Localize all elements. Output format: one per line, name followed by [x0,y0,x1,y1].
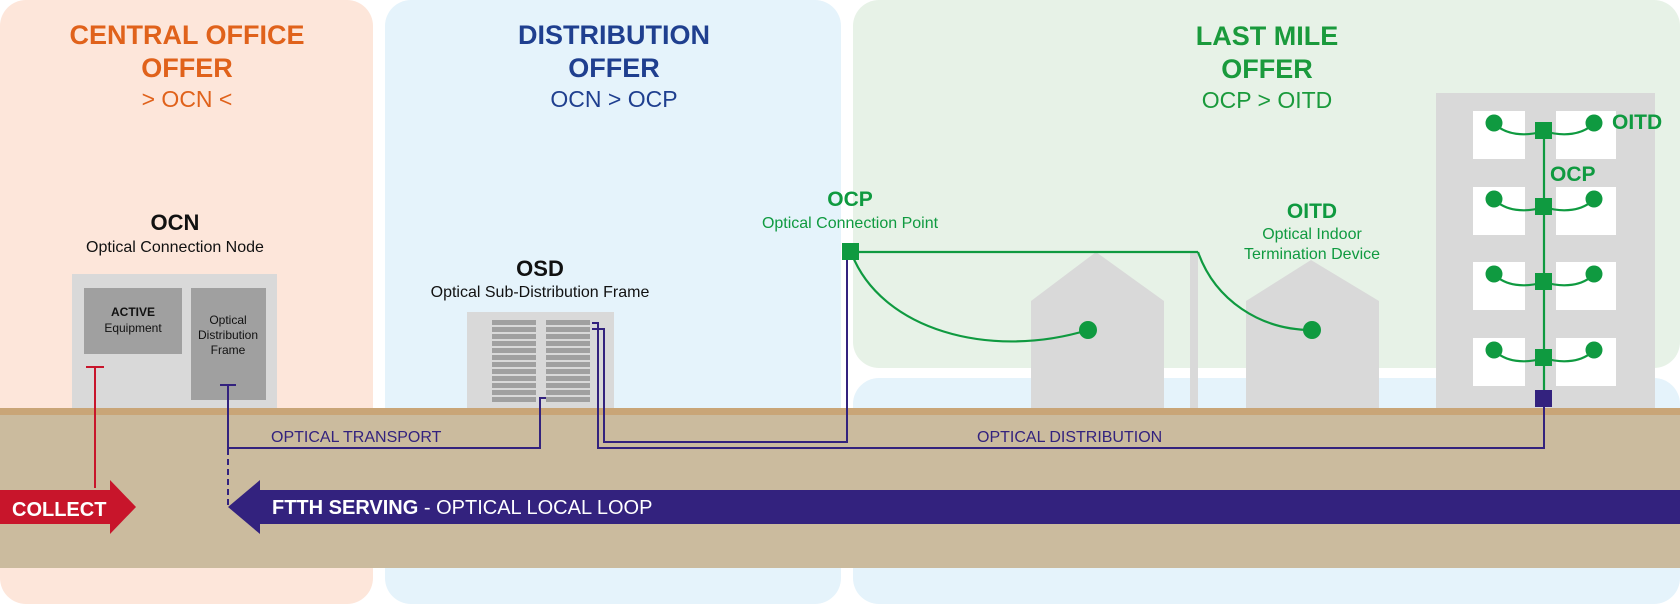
building-drops [1485,114,1603,366]
ocp-name: Optical Connection Point [762,215,939,232]
last-mile-title-1: LAST MILE [1196,21,1339,51]
osd-rack-slot [492,369,536,374]
osd-rack-slot [546,397,590,402]
building-entry-node [1535,390,1552,407]
optical-distribution-line [592,322,1545,449]
optical-transport-label: OPTICAL TRANSPORT [271,429,442,446]
oitd-abbr: OITD [1287,200,1337,223]
active-equipment-label-2: Equipment [104,321,162,335]
osd-rack-slot [492,362,536,367]
osd-rack-slot [492,327,536,332]
oitd-apartment-left [1485,190,1503,208]
ocp-node [842,243,859,260]
collect-label: COLLECT [12,499,106,521]
ftth-arrow [228,480,1680,534]
osd-rack-slot [492,397,536,402]
oitd-apartment-right [1585,114,1603,132]
oitd-house-2 [1303,321,1321,339]
odf-label-3: Frame [211,343,246,357]
osd-rack-slot [546,369,590,374]
ftth-label-bold: FTTH SERVING [272,497,418,519]
odf-label-2: Distribution [198,328,258,342]
osd-rack-slot [546,320,590,325]
oitd-apartment-right [1585,265,1603,283]
ftth-label-rest: - OPTICAL LOCAL LOOP [418,497,652,519]
osd-rack-slot [546,341,590,346]
ftth-label: FTTH SERVING - OPTICAL LOCAL LOOP [272,497,652,519]
osd-rack-slot [546,334,590,339]
osd-rack-slot [546,327,590,332]
optical-distribution-label: OPTICAL DISTRIBUTION [977,429,1162,446]
osd-rack-slot [546,355,590,360]
active-equipment-box [84,288,182,354]
distribution-subtitle: OCN > OCP [550,86,677,112]
osd-rack-slot [492,341,536,346]
collect-arrow [0,480,136,534]
utility-pole [1190,252,1198,408]
oitd-name-2: Termination Device [1244,246,1380,263]
osd-rack-slot [492,320,536,325]
ocp-floor-node [1535,273,1552,290]
osd-rack-slot [546,376,590,381]
drop-to-house-1 [849,251,1089,343]
osd-rack-slot [546,362,590,367]
osd-rack-slot [492,348,536,353]
osd-rack-slot [546,390,590,395]
ocn-abbr: OCN [151,210,200,235]
building-oitd-label: OITD [1612,111,1662,134]
distribution-title-2: OFFER [568,53,660,83]
osd-rack-right [546,320,590,402]
oitd-name-1: Optical Indoor [1262,226,1362,243]
house-1 [1031,252,1164,408]
central-office-title-2: OFFER [141,53,233,83]
oitd-apartment-left [1485,265,1503,283]
osd-rack-slot [492,334,536,339]
oitd-apartment-left [1485,114,1503,132]
collect-line [86,366,104,488]
odf-box [191,288,266,400]
ocn-name: Optical Connection Node [86,239,264,256]
ground [0,408,1680,568]
osd-rack-slot [546,348,590,353]
osd-rack-slot [546,383,590,388]
ocp-floor-node [1535,198,1552,215]
oitd-apartment-left [1485,341,1503,359]
osd-rack-slot [492,383,536,388]
osd-abbr: OSD [516,256,564,281]
central-office-title-1: CENTRAL OFFICE [70,20,305,50]
osd-name: Optical Sub-Distribution Frame [431,284,650,301]
ocp-abbr: OCP [827,188,873,211]
distribution-title-1: DISTRIBUTION [518,20,710,50]
oitd-apartment-right [1585,190,1603,208]
osd-rack-slot [492,376,536,381]
oitd-apartment-right [1585,341,1603,359]
green-fibers [849,131,1546,398]
osd-rack-left [492,320,536,402]
apartment-windows [1473,111,1616,386]
oitd-house-1 [1079,321,1097,339]
ocp-floor-node [1535,349,1552,366]
osd-cabinet [467,312,614,408]
active-equipment-label-1: ACTIVE [111,305,155,319]
odf-label-1: Optical [209,313,246,327]
last-mile-title-2: OFFER [1221,54,1313,84]
optical-transport-line [227,385,546,449]
osd-rack-slot [492,355,536,360]
ocp-feeder-line [592,260,848,443]
osd-rack-slot [492,390,536,395]
central-office-subtitle: > OCN < [142,86,233,112]
drop-to-house-2 [1196,251,1313,332]
last-mile-subtitle: OCP > OITD [1202,87,1333,113]
building-ocp-label: OCP [1550,163,1596,186]
ocp-floor-node [1535,122,1552,139]
ground-surface-line [0,408,1680,415]
navy-fibers [220,260,1545,505]
